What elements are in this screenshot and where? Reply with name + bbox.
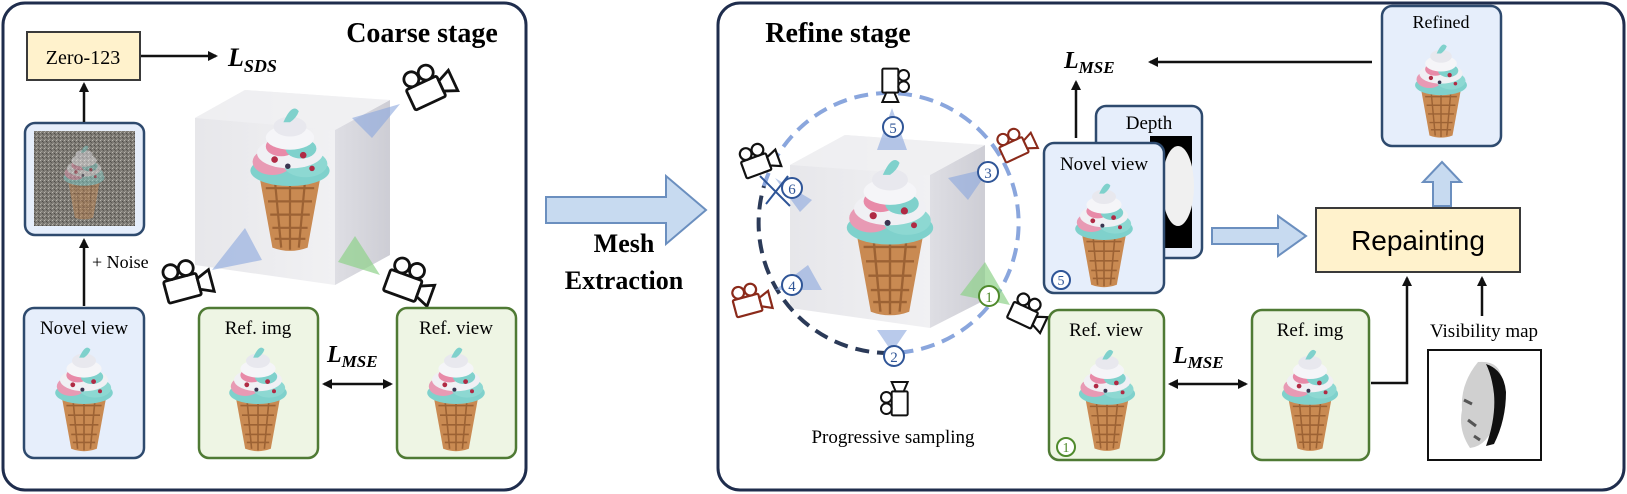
loss-sds: LSDS [227, 43, 277, 76]
svg-text:3: 3 [984, 166, 992, 182]
coarse-stage-title: Coarse stage [346, 18, 498, 49]
refined-box: Refined [1380, 4, 1503, 148]
svg-text:1: 1 [985, 290, 993, 306]
refine-cone-2 [877, 330, 907, 352]
refine-loss-mid: LMSE [1172, 343, 1224, 372]
progressive-sampling-label: Progressive sampling [811, 427, 975, 448]
refine-camera-left-cross-icon [759, 175, 791, 207]
refine-ref-view-label: Ref. view [1069, 320, 1143, 341]
repainting-box: Repainting [1315, 207, 1521, 273]
refine-ref-view-box: Ref. view 1 [1047, 308, 1166, 462]
coarse-novel-view-label: Novel view [40, 318, 128, 339]
refine-novel-view-box: Novel view 5 [1042, 141, 1166, 295]
sampling-circle-dark [756, 185, 892, 356]
refine-ref-img-box: Ref. img [1250, 308, 1371, 462]
zero123-box: Zero-123 [26, 31, 141, 81]
coarse-cone-left [212, 228, 262, 270]
mesh-extraction-arrow [545, 173, 708, 247]
repainting-to-refined-arrow [1420, 160, 1464, 207]
coarse-loss-mse: LMSE [326, 342, 378, 371]
visibility-map-image [1427, 349, 1542, 461]
noisy-image-box [23, 121, 146, 237]
refine-stage-panel: Refine stage 5 3 6 [716, 1, 1626, 492]
mesh-extraction-line1: Mesh [594, 229, 655, 258]
marker-6: 6 [781, 177, 803, 199]
svg-text:4: 4 [788, 279, 796, 295]
marker-3: 3 [977, 161, 999, 183]
coarse-stage-panel: Coarse stage Zero-123 LSDS + Noise Novel… [1, 1, 528, 492]
refine-novel-view-marker: 5 [1058, 274, 1065, 289]
noise-label: + Noise [92, 252, 149, 272]
marker-5: 5 [882, 116, 904, 138]
coarse-ref-img-label: Ref. img [225, 318, 292, 339]
refine-novel-view-label: Novel view [1060, 154, 1148, 175]
refine-loss-top: LMSE [1063, 48, 1115, 77]
marker-4: 4 [781, 274, 803, 296]
svg-text:6: 6 [788, 182, 796, 198]
refined-label: Refined [1413, 12, 1470, 32]
visibility-map-label: Visibility map [1430, 321, 1538, 342]
refine-ref-view-marker: 1 [1063, 441, 1070, 456]
refine-stage-title: Refine stage [765, 18, 910, 49]
marker-1: 1 [978, 285, 1000, 307]
coarse-ref-view-label: Ref. view [419, 318, 493, 339]
zero123-label: Zero-123 [46, 47, 120, 69]
sampling-circle-light [762, 91, 1021, 355]
coarse-ref-img-box: Ref. img [197, 306, 320, 460]
refine-ref-img-label: Ref. img [1277, 320, 1344, 341]
coarse-novel-view-box: Novel view [22, 306, 146, 460]
svg-text:2: 2 [890, 350, 898, 366]
depth-label: Depth [1126, 113, 1173, 134]
refine-cube [790, 135, 985, 328]
marker-2: 2 [883, 345, 905, 367]
coarse-ref-view-box: Ref. view [395, 306, 518, 460]
repainting-label: Repainting [1351, 225, 1485, 256]
svg-text:5: 5 [889, 121, 897, 137]
ref-img-to-repainting-arrow [1371, 276, 1412, 385]
coarse-cone-top [352, 104, 400, 138]
mesh-extraction-line2: Extraction [565, 266, 684, 295]
coarse-cone-right [338, 236, 380, 275]
novel-to-repainting-arrow [1211, 214, 1308, 258]
